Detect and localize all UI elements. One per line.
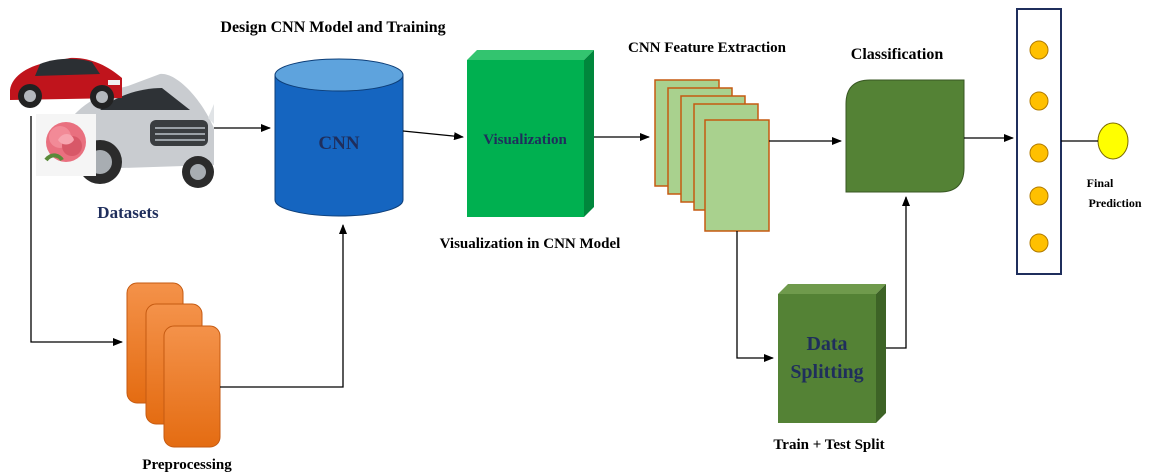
connectors	[30, 116, 1098, 388]
cnn-label: CNN	[318, 133, 359, 154]
feature-maps-stack	[654, 79, 770, 232]
output-neuron	[1029, 233, 1049, 253]
cnn-cylinder	[274, 58, 404, 217]
output-neuron	[1029, 143, 1049, 163]
output-neurons	[1029, 40, 1049, 253]
preprocessing-stack	[126, 282, 221, 448]
dataset-images	[10, 57, 214, 188]
rose-image	[36, 114, 96, 176]
final-prediction-neuron	[1097, 122, 1129, 160]
data-splitting-line1: Data	[806, 333, 847, 355]
arrow-cnn-to-visualization	[402, 130, 464, 141]
visualization-label: Visualization	[483, 132, 567, 148]
datasets-label: Datasets	[97, 203, 159, 222]
output-neuron	[1029, 91, 1049, 111]
design-training-title: Design CNN Model and Training	[220, 19, 445, 36]
arrow-datasets-to-preprocessing	[30, 116, 123, 346]
preprocessing-label: Preprocessing	[142, 457, 232, 473]
red-car-image	[10, 57, 122, 109]
visualization-caption: Visualization in CNN Model	[440, 236, 621, 252]
preprocessing-card	[163, 325, 221, 448]
final-label-line1: Final	[1087, 176, 1114, 190]
train-test-label: Train + Test Split	[773, 437, 884, 453]
feature-extraction-title: CNN Feature Extraction	[628, 40, 787, 56]
classification-title: Classification	[851, 46, 944, 63]
output-neuron	[1029, 40, 1049, 60]
feature-map	[704, 119, 770, 232]
classification-box	[845, 79, 965, 193]
arrow-features-to-splitting	[736, 231, 774, 362]
visualization-box	[467, 50, 594, 217]
output-neuron	[1029, 186, 1049, 206]
final-label-line2: Prediction	[1088, 196, 1141, 210]
arrow-preprocessing-to-cnn	[220, 224, 347, 388]
data-splitting-line2: Splitting	[790, 361, 863, 383]
arrow-splitting-to-classification	[886, 196, 910, 349]
data-splitting-box	[778, 284, 886, 423]
